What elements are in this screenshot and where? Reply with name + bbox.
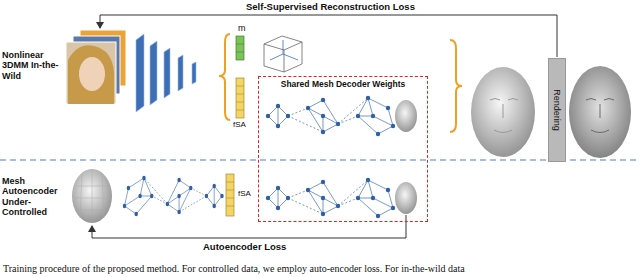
bracket [450, 40, 462, 132]
decoded-face [395, 182, 417, 214]
reconstruction-loss-line [100, 15, 557, 57]
latent-vector [226, 174, 234, 216]
cube-axes [270, 40, 298, 60]
cnn-layer [150, 41, 157, 105]
cnn-layer [136, 34, 144, 112]
mesh-decoder [266, 178, 395, 218]
shape-vector [236, 78, 244, 118]
mesh-encoder [123, 176, 224, 216]
vector-divider [236, 44, 244, 52]
vector-box [236, 78, 244, 118]
branch-label: Mesh Autoencoder Under-Controlled [2, 176, 64, 217]
cnn-layer [192, 62, 196, 84]
cnn-layer [178, 55, 183, 91]
vector-label: fSA [233, 120, 246, 129]
branch-label: Nonlinear 3DMM In-the-Wild [2, 50, 64, 81]
vector-divider [236, 86, 244, 110]
mesh-face [72, 169, 112, 223]
shape-face [471, 67, 535, 157]
shared-decoder-box: Shared Mesh Decoder Weights [258, 76, 428, 222]
caption: Training procedure of the proposed metho… [3, 263, 465, 275]
pose-cube [264, 36, 302, 72]
node-text: Rendering [552, 89, 562, 131]
vector-label: fSA [238, 189, 251, 198]
mesh-lines [74, 170, 110, 222]
photo [66, 42, 116, 104]
bracket [219, 34, 230, 120]
pose-vector [236, 36, 244, 60]
reconstruction-loss-arrow [100, 15, 101, 28]
hair [68, 45, 114, 104]
vector-label: m [238, 23, 246, 33]
cube-edges [264, 36, 302, 72]
separator [0, 159, 640, 160]
loss-label: Self-Supervised Reconstruction Loss [244, 2, 417, 13]
input-mesh [72, 169, 112, 223]
decoded-face [395, 100, 417, 132]
photo-face [79, 57, 105, 91]
rendering-bar: Rendering [548, 58, 566, 162]
cnn-encoder [136, 34, 196, 112]
face-features [490, 99, 518, 133]
photo-stack [66, 30, 126, 104]
vector-box [236, 36, 244, 60]
loss-label: Autoencoder Loss [201, 242, 288, 253]
autoencoder-loss-line [92, 215, 406, 238]
autoencoder-loss-arrow [92, 226, 93, 238]
cnn-layer [164, 48, 170, 98]
vector-divider [226, 182, 234, 206]
node-text: Shared Mesh Decoder Weights [259, 77, 427, 89]
rendered-face [569, 66, 631, 158]
mesh-decoder [266, 96, 395, 136]
vector-box [226, 174, 234, 216]
face-features [586, 99, 614, 133]
